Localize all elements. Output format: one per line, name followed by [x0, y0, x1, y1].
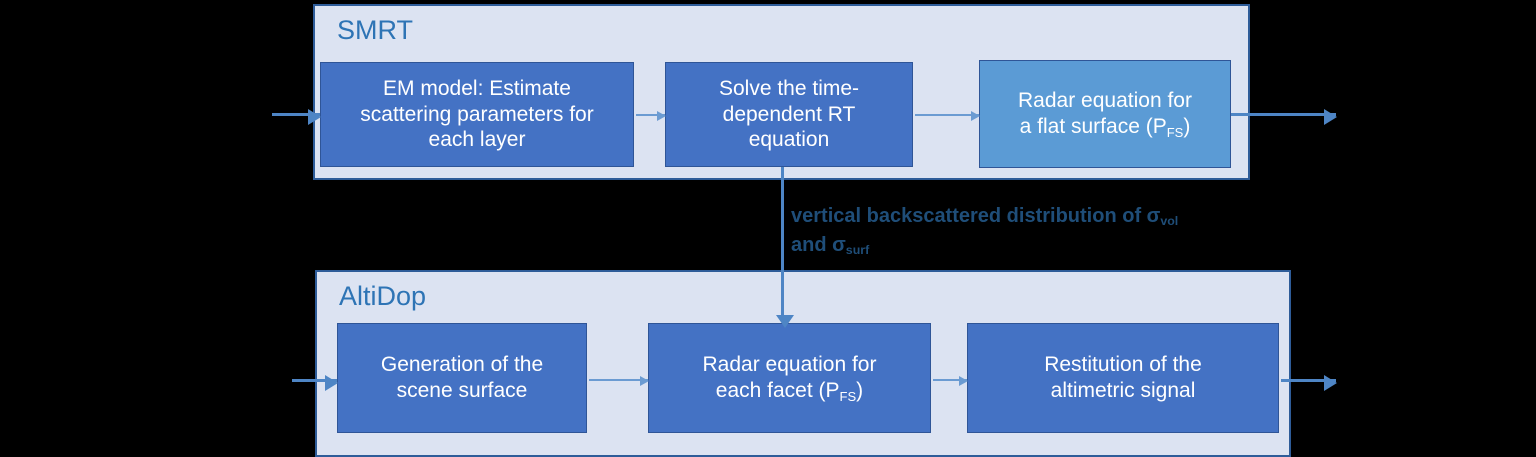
box-radar-flat-line1: Radar equation for	[1018, 89, 1192, 113]
box-scene-surface[interactable]: Generation of the scene surface	[337, 323, 587, 433]
annotation-line2: and σsurf	[791, 234, 870, 258]
arrow-smrt-input	[272, 109, 321, 125]
arrow-smrt-output	[1231, 109, 1337, 125]
box-solve-rt-line1: Solve the time-	[718, 77, 860, 101]
group-smrt-label: SMRT	[337, 15, 414, 45]
arrow-scene-to-facet	[589, 376, 649, 386]
subscript-fs: FS	[839, 388, 857, 404]
subscript-surf: surf	[845, 243, 870, 258]
box-radar-facet-line1: Radar equation for	[702, 353, 877, 377]
arrow-altidop-output	[1281, 375, 1337, 391]
box-restitution-line1: Restitution of the	[1044, 353, 1202, 377]
subscript-fs: FS	[1166, 124, 1184, 140]
box-scene-surface-line2: scene surface	[396, 379, 528, 402]
box-solve-rt-line2: dependent RT	[722, 102, 856, 126]
box-scene-surface-line1: Generation of the	[380, 353, 544, 377]
annotation-vertical-backscattered: vertical backscattered distribution of σ…	[791, 202, 1178, 260]
subscript-vol: vol	[1160, 214, 1179, 229]
box-solve-rt[interactable]: Solve the time- dependent RT equation	[665, 62, 913, 167]
arrow-em-to-solve	[636, 111, 666, 121]
box-radar-flat-line2: a flat surface (PFS)	[1019, 115, 1191, 140]
box-em-model[interactable]: EM model: Estimate scattering parameters…	[320, 62, 634, 167]
box-radar-flat-surface[interactable]: Radar equation for a flat surface (PFS)	[979, 60, 1231, 168]
group-altidop-label: AltiDop	[339, 281, 427, 311]
box-em-model-line1: EM model: Estimate	[383, 77, 571, 101]
annotation-line1: vertical backscattered distribution of σ…	[791, 205, 1179, 229]
box-solve-rt-line3: equation	[748, 128, 830, 152]
arrow-altidop-input	[292, 375, 338, 391]
arrow-smrt-to-altidop	[776, 167, 794, 328]
arrow-facet-to-restitution	[933, 376, 968, 386]
box-restitution-line2: altimetric signal	[1050, 379, 1196, 402]
box-radar-facet-line2: each facet (PFS)	[715, 379, 864, 404]
box-radar-each-facet[interactable]: Radar equation for each facet (PFS)	[648, 323, 931, 433]
box-em-model-line3: each layer	[428, 128, 526, 152]
box-restitution[interactable]: Restitution of the altimetric signal	[967, 323, 1279, 433]
box-em-model-line2: scattering parameters for	[360, 102, 594, 126]
arrow-solve-to-radar-flat	[915, 111, 980, 121]
